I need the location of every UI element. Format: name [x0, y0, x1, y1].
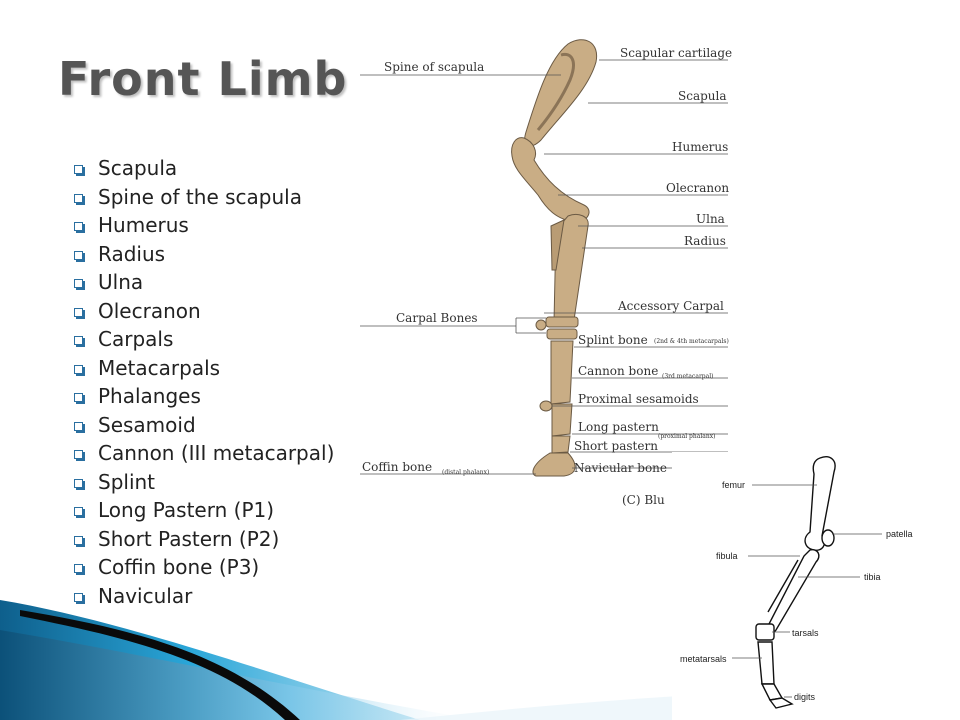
label-navicular-bone: Navicular bone	[574, 461, 667, 475]
list-item: Phalanges	[72, 382, 354, 411]
front-limb-bones	[511, 39, 598, 477]
label-coffin-note: (distal phalanx)	[442, 469, 489, 476]
list-item: Cannon (III metacarpal)	[72, 439, 354, 468]
label-scapula: Scapula	[678, 89, 727, 103]
hind-limb-bones	[755, 456, 836, 709]
label-splint-note: (2nd & 4th metacarpals)	[654, 338, 729, 345]
bullet-list: Scapula Spine of the scapula Humerus Rad…	[72, 154, 354, 610]
list-item: Carpals	[72, 325, 354, 354]
list-item: Sesamoid	[72, 411, 354, 440]
hind-limb-labels: femur patella fibula tibia tarsals metat…	[680, 480, 913, 702]
square-bullet-icon	[74, 507, 83, 516]
square-bullet-icon	[74, 279, 83, 288]
square-bullet-icon	[74, 336, 83, 345]
list-item: Olecranon	[72, 297, 354, 326]
square-bullet-icon	[74, 478, 83, 488]
label-femur: femur	[722, 480, 745, 490]
list-item: Long Pastern (P1)	[72, 496, 354, 525]
label-fibula: fibula	[716, 551, 738, 561]
list-item: Spine of the scapula	[72, 183, 354, 212]
label-metatarsals: metatarsals	[680, 654, 727, 664]
square-bullet-icon	[74, 592, 83, 602]
label-olecranon: Olecranon	[666, 181, 729, 195]
label-short-pastern: Short pastern	[574, 439, 658, 453]
label-spine-of-scapula: Spine of scapula	[384, 60, 484, 74]
label-patella: patella	[886, 529, 913, 539]
label-proximal-sesamoids: Proximal sesamoids	[578, 392, 699, 406]
label-humerus: Humerus	[672, 140, 728, 154]
list-item: Ulna	[72, 268, 354, 297]
label-coffin-bone: Coffin bone	[362, 460, 432, 474]
square-bullet-icon	[74, 307, 83, 317]
front-limb-leader-lines	[360, 59, 728, 475]
slide-title: Front Limb	[58, 52, 348, 106]
square-bullet-icon	[74, 450, 83, 459]
label-carpal-bones: Carpal Bones	[396, 311, 478, 325]
list-item: Humerus	[72, 211, 354, 240]
label-accessory-carpal: Accessory Carpal	[617, 299, 724, 313]
label-cannon-note: (3rd metacarpal)	[662, 373, 714, 380]
square-bullet-icon	[74, 535, 83, 545]
label-cannon-bone: Cannon bone	[578, 364, 658, 378]
label-digits: digits	[794, 692, 816, 702]
decorative-swoosh	[0, 600, 700, 720]
list-item: Splint	[72, 468, 354, 497]
list-item: Short Pastern (P2)	[72, 525, 354, 554]
list-item: Metacarpals	[72, 354, 354, 383]
square-bullet-icon	[74, 222, 83, 231]
square-bullet-icon	[74, 564, 83, 573]
front-limb-labels: Spine of scapula Scapular cartilage Scap…	[362, 46, 732, 507]
list-item: Radius	[72, 240, 354, 269]
label-tarsals: tarsals	[792, 628, 819, 638]
list-item: Scapula	[72, 154, 354, 183]
square-bullet-icon	[74, 421, 83, 431]
label-scapular-cartilage: Scapular cartilage	[620, 46, 732, 60]
label-ulna: Ulna	[696, 212, 725, 226]
label-tibia: tibia	[864, 572, 881, 582]
square-bullet-icon	[74, 364, 83, 374]
square-bullet-icon	[74, 193, 83, 203]
front-limb-diagram: Spine of scapula Scapular cartilage Scap…	[356, 30, 756, 520]
square-bullet-icon	[74, 250, 83, 260]
list-item: Navicular	[72, 582, 354, 611]
hind-limb-leader-lines	[732, 484, 882, 698]
square-bullet-icon	[74, 165, 83, 174]
list-item: Coffin bone (P3)	[72, 553, 354, 582]
label-radius: Radius	[684, 234, 726, 248]
label-long-note: (proximal phalanx)	[658, 433, 715, 440]
hind-limb-diagram: femur patella fibula tibia tarsals metat…	[672, 452, 960, 720]
square-bullet-icon	[74, 393, 83, 402]
label-splint-bone: Splint bone	[578, 333, 648, 347]
label-long-pastern: Long pastern	[578, 420, 659, 434]
figure-caption: (C) Blu	[622, 493, 665, 507]
